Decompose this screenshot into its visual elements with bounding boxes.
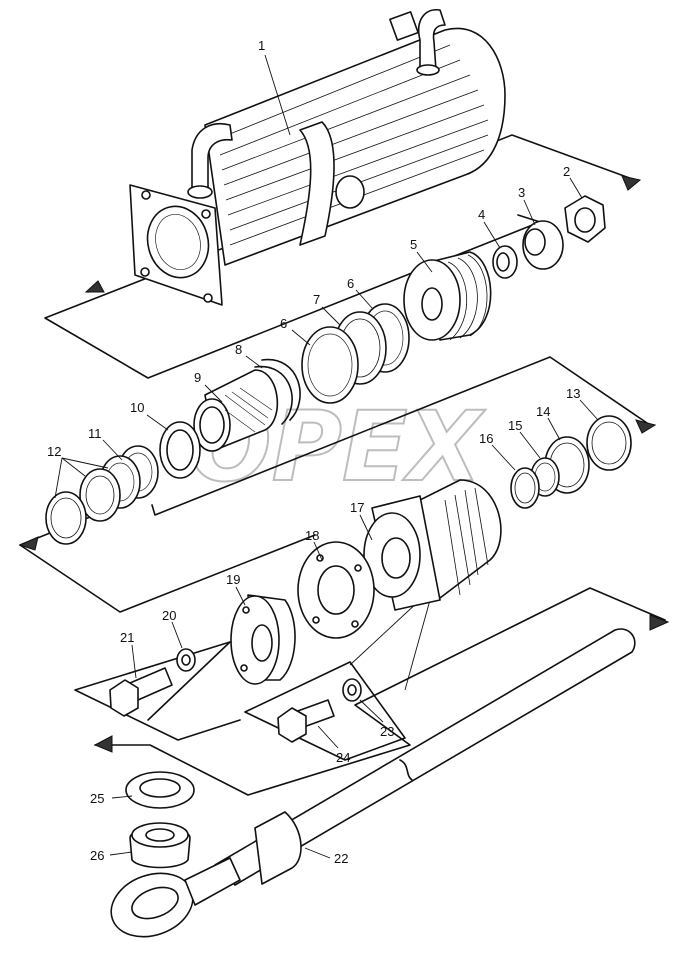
flange-19 bbox=[230, 594, 296, 685]
leader-lines bbox=[54, 54, 599, 859]
callout-22: 22 bbox=[334, 851, 348, 866]
ring-4 bbox=[492, 245, 518, 279]
callout-25: 25 bbox=[90, 791, 104, 806]
gland-17 bbox=[363, 479, 502, 611]
callout-4: 4 bbox=[478, 207, 485, 222]
seal-rings-6-7 bbox=[301, 303, 410, 404]
bolt-24 bbox=[277, 699, 335, 743]
callout-5: 5 bbox=[410, 237, 417, 252]
flange-18 bbox=[297, 541, 375, 639]
rings-10-12 bbox=[45, 421, 201, 545]
callout-15: 15 bbox=[508, 418, 522, 433]
washer-25 bbox=[125, 771, 195, 809]
callout-10: 10 bbox=[130, 400, 144, 415]
bushing-9 bbox=[193, 369, 279, 452]
bolt-21 bbox=[109, 667, 173, 717]
callout-7: 7 bbox=[313, 292, 320, 307]
callout-16: 16 bbox=[479, 431, 493, 446]
callout-24: 24 bbox=[336, 750, 350, 765]
callout-6-lower: 6 bbox=[280, 316, 287, 331]
callout-26: 26 bbox=[90, 848, 104, 863]
washer-23 bbox=[342, 678, 362, 702]
callout-19: 19 bbox=[226, 572, 240, 587]
assembly-lines bbox=[18, 134, 670, 796]
callout-21: 21 bbox=[120, 630, 134, 645]
piston-5 bbox=[403, 251, 492, 341]
callout-2: 2 bbox=[563, 164, 570, 179]
callout-9: 9 bbox=[194, 370, 201, 385]
split-ring-8 bbox=[254, 359, 301, 425]
nut-2 bbox=[564, 195, 606, 243]
callout-23: 23 bbox=[380, 724, 394, 739]
cylinder-barrel bbox=[129, 9, 506, 306]
piston-rod-22 bbox=[110, 628, 636, 938]
callout-12: 12 bbox=[47, 444, 61, 459]
rings-13-16 bbox=[510, 415, 632, 509]
callout-labels: 1 2 3 4 5 6 6 7 8 9 10 11 12 13 14 15 16… bbox=[47, 38, 580, 866]
callout-11: 11 bbox=[88, 426, 102, 441]
callout-20: 20 bbox=[162, 608, 176, 623]
callout-17: 17 bbox=[350, 500, 364, 515]
callout-14: 14 bbox=[536, 404, 550, 419]
nut-26 bbox=[129, 822, 191, 869]
callout-18: 18 bbox=[305, 528, 319, 543]
callout-1: 1 bbox=[258, 38, 265, 53]
bushing-3 bbox=[522, 220, 564, 270]
callout-8: 8 bbox=[235, 342, 242, 357]
washer-20 bbox=[176, 648, 196, 672]
callout-3: 3 bbox=[518, 185, 525, 200]
callout-13: 13 bbox=[566, 386, 580, 401]
callout-6-upper: 6 bbox=[347, 276, 354, 291]
